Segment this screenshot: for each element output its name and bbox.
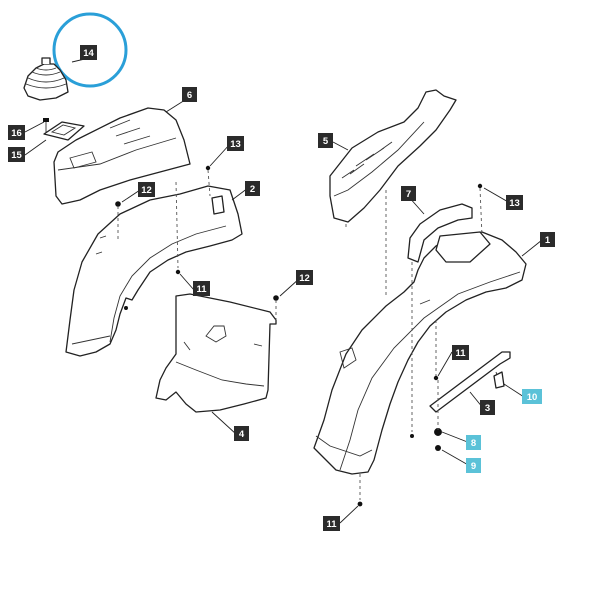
- part-6-console[interactable]: [53, 107, 191, 205]
- svg-text:2: 2: [250, 184, 255, 195]
- svg-text:15: 15: [11, 150, 22, 161]
- svg-text:8: 8: [471, 438, 476, 449]
- svg-text:14: 14: [83, 48, 94, 59]
- callout-13-left[interactable]: 13: [227, 136, 244, 151]
- assembly-lines-right: [345, 187, 483, 500]
- fastener-9: [435, 445, 441, 451]
- svg-text:11: 11: [196, 284, 207, 295]
- svg-text:7: 7: [406, 189, 411, 200]
- callout-3[interactable]: 3: [480, 400, 495, 415]
- callout-12-upper[interactable]: 12: [138, 182, 155, 197]
- fasteners-left: [115, 165, 279, 310]
- svg-text:10: 10: [527, 392, 538, 403]
- callout-9[interactable]: 9: [466, 458, 481, 473]
- fastener-11a: [175, 269, 181, 275]
- fastener-12b: [273, 295, 279, 301]
- callout-13-right[interactable]: 13: [506, 195, 523, 210]
- callout-5[interactable]: 5: [318, 133, 333, 148]
- svg-text:13: 13: [509, 198, 520, 209]
- svg-text:11: 11: [455, 348, 466, 359]
- callout-11-left[interactable]: 11: [193, 281, 210, 296]
- svg-text:12: 12: [299, 273, 310, 284]
- assembly-lines-left: [117, 169, 277, 320]
- callout-4[interactable]: 4: [234, 426, 249, 441]
- fastener-right-mid: [410, 434, 414, 438]
- part-4-lower-panel[interactable]: [155, 293, 277, 413]
- part-15-plate[interactable]: [43, 121, 85, 141]
- svg-text:3: 3: [485, 403, 490, 414]
- callout-7[interactable]: 7: [401, 186, 416, 201]
- fastener-11c: [357, 501, 363, 507]
- callout-16[interactable]: 16: [8, 125, 25, 140]
- highlight-ring: [52, 12, 128, 88]
- callout-12-lower[interactable]: 12: [296, 270, 313, 285]
- part-10-clip[interactable]: [493, 371, 505, 389]
- fastener-11b: [433, 375, 439, 381]
- svg-text:6: 6: [187, 90, 192, 101]
- callout-6[interactable]: 6: [182, 87, 197, 102]
- fastener-12a: [115, 201, 121, 207]
- part-5-right-console[interactable]: [329, 89, 457, 223]
- callout-1[interactable]: 1: [540, 232, 555, 247]
- callout-11-right[interactable]: 11: [452, 345, 469, 360]
- part-16-screw[interactable]: [43, 118, 49, 132]
- part-7-handle[interactable]: [407, 203, 473, 263]
- part-2-left-fender[interactable]: [65, 185, 243, 357]
- fastener-13b: [477, 183, 483, 189]
- svg-text:1: 1: [545, 235, 551, 246]
- svg-text:13: 13: [230, 139, 241, 150]
- fastener-13a: [205, 165, 211, 171]
- callout-10[interactable]: 10: [522, 389, 542, 404]
- svg-text:12: 12: [141, 185, 152, 196]
- callout-2[interactable]: 2: [245, 181, 260, 196]
- part-14-boot[interactable]: [23, 57, 69, 101]
- svg-text:16: 16: [11, 128, 22, 139]
- svg-text:11: 11: [326, 519, 337, 530]
- fastener-left-lower: [124, 306, 128, 310]
- svg-text:4: 4: [239, 429, 245, 440]
- svg-text:9: 9: [471, 461, 476, 472]
- part-1-right-fender[interactable]: [313, 231, 527, 475]
- callout-8[interactable]: 8: [466, 435, 481, 450]
- callout-15[interactable]: 15: [8, 147, 25, 162]
- svg-text:5: 5: [323, 136, 329, 147]
- callout-11-bottom[interactable]: 11: [323, 516, 340, 531]
- callout-14[interactable]: 14: [80, 45, 97, 60]
